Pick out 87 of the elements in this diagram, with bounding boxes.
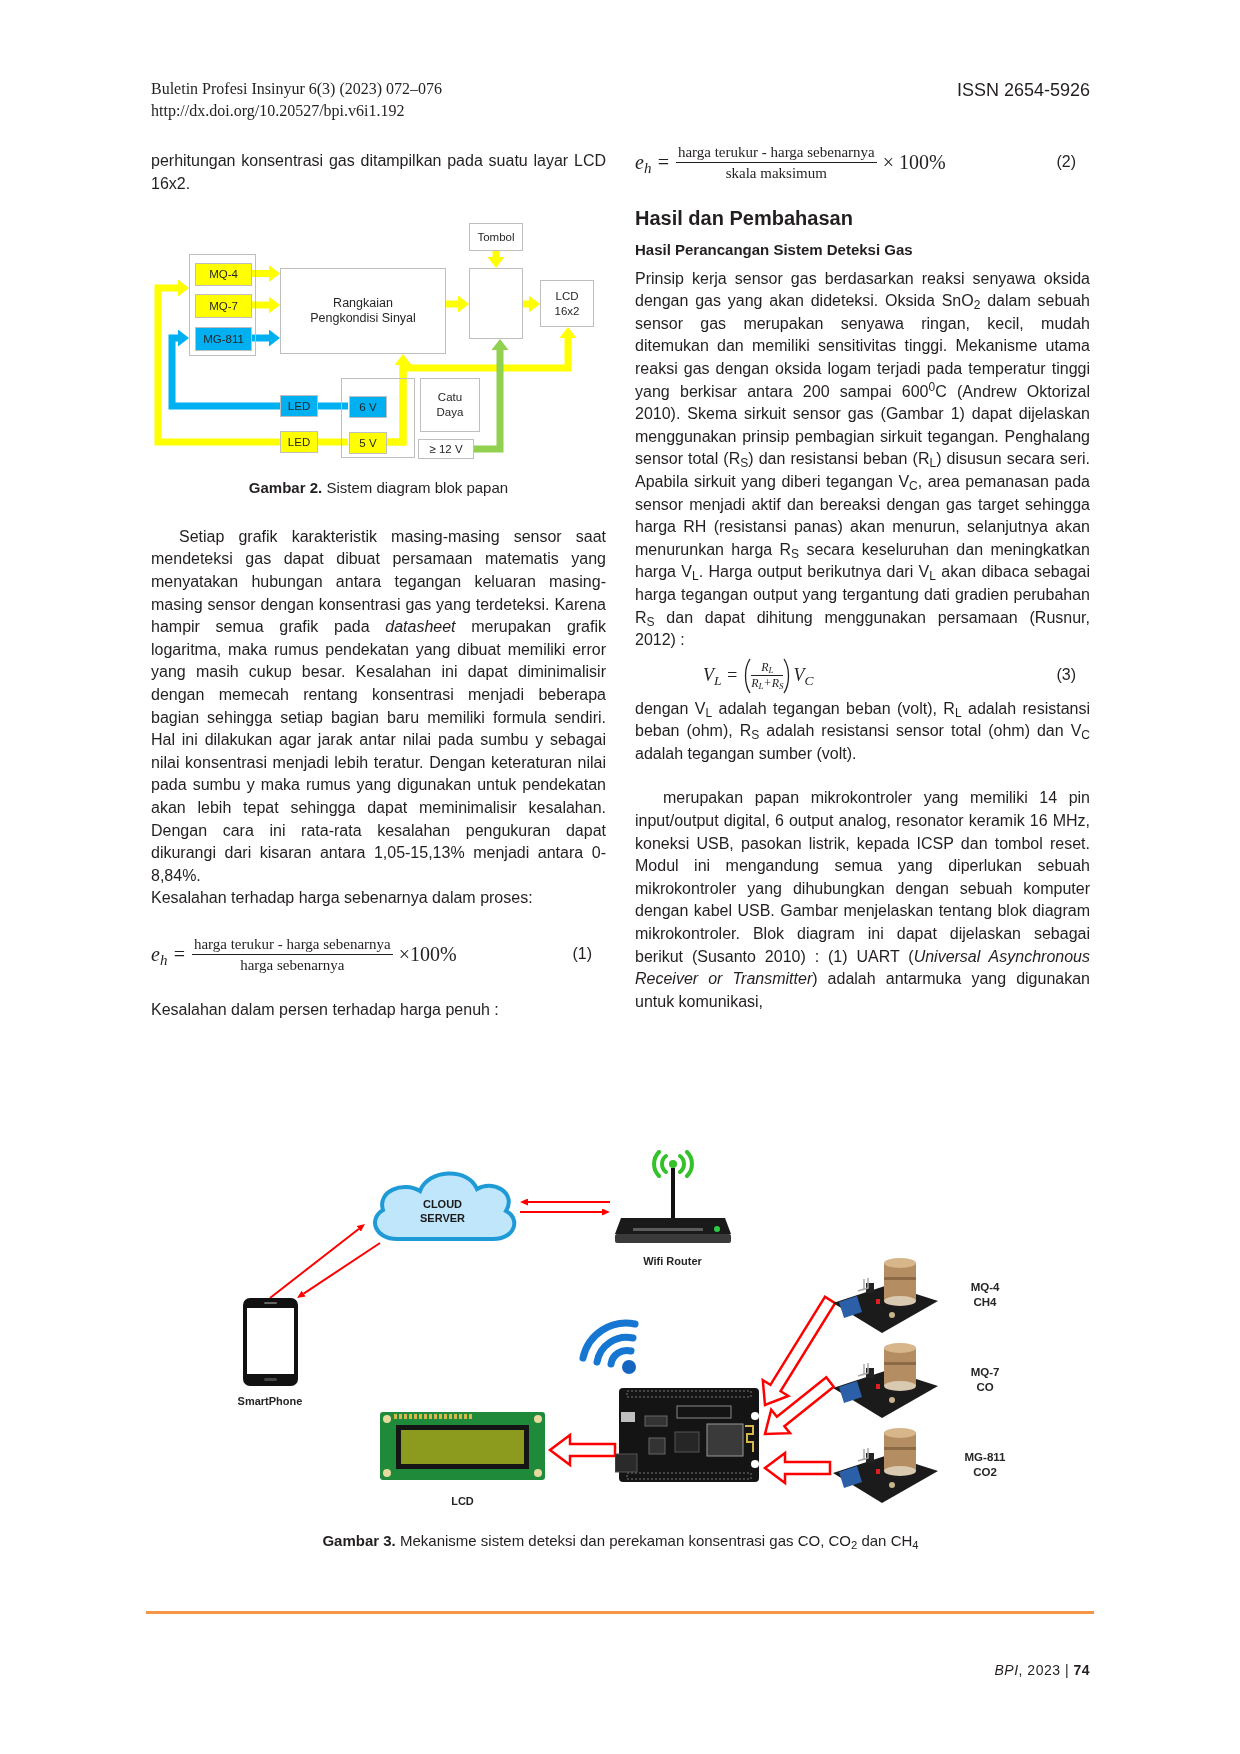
arrow [446,298,469,310]
figure-caption: Gambar 3. Mekanisme sistem deteksi dan perekaman konsentrasi gas CO, CO$_{2}$ dan CH$_{4}$ [321,1531,920,1552]
equation-symbol: e$_{h}$ = [151,943,186,966]
sensor-box [195,327,252,352]
equation-number: (1) [572,944,592,965]
body-paragraph: Kesalahan terhadap harga sebenarnya dalam proses: [151,888,534,909]
device-label: LCD [451,1494,474,1508]
block-label: ≥ 12 V [429,441,463,457]
arrow [474,339,506,453]
led-box [280,395,318,418]
sensor-label: CO [976,1380,994,1395]
equation-term: V$_{C}$ [793,664,814,687]
arrow [154,282,280,446]
voltage-box [349,432,387,455]
block-label: MQ-4 [209,267,238,283]
arrow [490,251,502,269]
fraction-numerator: R$_{L}$ [761,660,774,676]
arrow [251,299,280,311]
arrow [523,298,540,310]
block-label: 6 V [359,399,377,415]
equation-number: (2) [1056,152,1076,173]
block-label: MQ-7 [209,298,238,314]
device-label: SmartPhone [237,1394,303,1408]
hollow-block-arrow [761,1295,837,1407]
process-box [280,268,446,355]
sensor-label: CO2 [973,1465,997,1480]
sensor-box [195,294,252,319]
fraction-denominator: skala maksimum [725,164,827,183]
body-paragraph: perhitungan konsentrasi gas ditampilkan pada suatu layar LCD 16x2. [151,151,606,194]
body-paragraph: Prinsip kerja sensor gas berdasarkan reaksi senyawa oksida dengan gas yang akan dideteksi. Oksida SnO$_{2}$ dalam sebuah sensor gas merupakan senyawa ringan, kecil, mudah ditemukan dan memiliki sensitivitas tinggi. Mekanisme utama reaksi gas dengan oksida logam terjadi pada temperatur tinggi yang berkisar antara 200 sampai 600$^{0}$C (Andrew Oktorizal 2010). Skema sirkuit sensor gas (Gambar 1) dapat dijelaskan menggunakan prinsip pembagian sirkuit tegangan. Penghalang sensor total (R$_{S}$) dan resistansi beban (R$_{L}$) disusun secara seri. Apabila sirkuit yang diberi tegangan V$_{C}$, area pemanasan pada sensor menjadi aktif dan bereaksi dengan gas target sehingga harga RH (resistansi panas) akan menurun, selanjutnya akan menurunkan harga R$_{S}$ secara keseluruhan dan meningkatkan harga V$_{L}$. Harga output berikutnya dari V$_{L}$ akan dibaca sebagai harga tegangan output yang tergantung dati gradien perubahan R$_{S}$ dan dapat dihitung menggunakan persamaan (Rusnur, 2012) : [635,268,1090,651]
page-footer: BPI, 2023 | 74 [994,1660,1090,1681]
issn-number: ISSN 2654-5926 [956,79,1090,102]
block-label: LCD 16x2 [553,288,581,319]
voltage-box [418,439,474,460]
equation-number: (3) [1056,665,1076,686]
led-box [280,431,318,454]
arrow [269,1224,365,1299]
sensor-label: MQ-4 [970,1280,1000,1295]
equation-term: ×100% [398,943,457,966]
equation-symbol: e$_{h}$ = [635,151,670,174]
fraction-denominator: harga sebenarnya [240,955,345,975]
body-paragraph: dengan V$_{L}$ adalah tegangan beban (volt), R$_{L}$ adalah resistansi beban (ohm), R$_{S}$ adalah resistansi sensor total (ohm) dan V$_{C}$ adalah tegangan sumber (volt). [635,698,1090,764]
block-label: MG-811 [203,331,244,347]
hollow-block-arrow [763,1375,836,1436]
body-paragraph: Kesalahan dalam persen terhadap harga penuh : [151,999,500,1020]
cloud-label: CLOUD SERVER [418,1197,466,1225]
block-label: LED [287,398,311,414]
voltage-box [349,396,387,419]
arrow [386,327,574,446]
controller-block [469,268,523,340]
doi-link: http://dx.doi.org/10.20527/bpi.v6i1.192 [151,101,406,122]
display-block [540,280,594,328]
arrow [168,332,280,410]
sensor-label: MG-811 [964,1450,1006,1465]
voltage-group-box [341,378,415,459]
fraction-denominator: R$_{L}$+R$_{S}$ [751,676,784,692]
block-label: LED [287,434,311,450]
device-label: Wifi Router [643,1254,702,1268]
arrow [297,1242,381,1298]
connector-line [318,402,348,410]
sensor-group-box [189,254,256,357]
power-supply-block [420,378,480,433]
button-block [469,223,523,252]
sensor-label: CH4 [973,1295,997,1310]
arrow [251,332,280,344]
hollow-block-arrow [762,1450,832,1486]
body-paragraph: Setiap grafik karakteristik masing-masing sensor saat mendeteksi gas dapat dibuat persamaan matematis yang menyatakan hubungan antara tegangan keluaran masing-masing sensor dengan konsentrasi gas yang terdeteksi. Karena hampir semua grafik pada datasheet merupakan grafik logaritma, maka rumus pendekatan yang dibuat memiliki error yang masih cukup besar. Kesalahan ini dapat diminimalisir dengan memecah rentang konsentrasi menjadi beberapa bagian sehingga setiap bagian baru memiliki formula sendiri. Hal ini dilakukan agar jarak antar nilai pada sumbu y sebagai nilai konsentrasi menjadi lebih teratur. Dengan keteraturan nilai pada sumbu y maka rumus yang digunakan untuk pendekatan akan lebih tepat sehingga dapat meminimalisir kesalahan. Dengan cara ini rata-rata kesalahan pengukuran dapat dikurangi dari kisaran antara 1,05-15,13% menjadi antara 0-8,84%. [151,526,606,886]
fraction-numerator: harga terukur - harga sebenarnya [676,143,876,162]
block-label: Catu Daya [435,390,465,421]
block-label: Rangkaian Pengkondisi Sinyal [309,296,417,327]
arrow [521,1198,611,1206]
fraction-numerator: harga terukur - harga sebenarnya [192,934,392,954]
journal-citation: Buletin Profesi Insinyur 6(3) (2023) 072–076 [151,79,443,100]
body-paragraph: merupakan papan mikrokontroler yang memiliki 14 pin input/output digital, 6 output analog, resonator keramik 16 MHz, koneksi USB, pasokan listrik, kepada ICSP dan tombol reset. Modul ini mengandung semua yang diperlukan sebuah mikrokontroler yang dihubungkan dengan sebuah komputer dengan kabel USB. Gambar menjelaskan tentang blok diagram mikrokontroler. Blok diagram ini dapat dijelaskan sebagai berikut (Susanto 2010) : (1) UART (Universal Asynchronous Receiver or Transmitter) adalah antarmuka yang digunakan untuk komunikasi, [635,788,1090,1012]
sensor-label: MQ-7 [970,1365,1000,1380]
connector-line [318,438,348,446]
equation-symbol: V$_{L}$ = [703,664,739,687]
block-label: 5 V [359,435,377,451]
sensor-box [195,263,252,287]
equation-term: × 100% [882,151,946,174]
hollow-block-arrow [547,1432,617,1468]
arrow [519,1208,609,1216]
block-label: Tombol [477,229,515,245]
section-heading: Hasil dan Pembahasan [635,206,854,231]
arrow [251,268,280,280]
figure-caption: Gambar 2. Sistem diagram blok papan [247,478,510,499]
subsection-heading: Hasil Perancangan Sistem Deteksi Gas [635,240,914,260]
